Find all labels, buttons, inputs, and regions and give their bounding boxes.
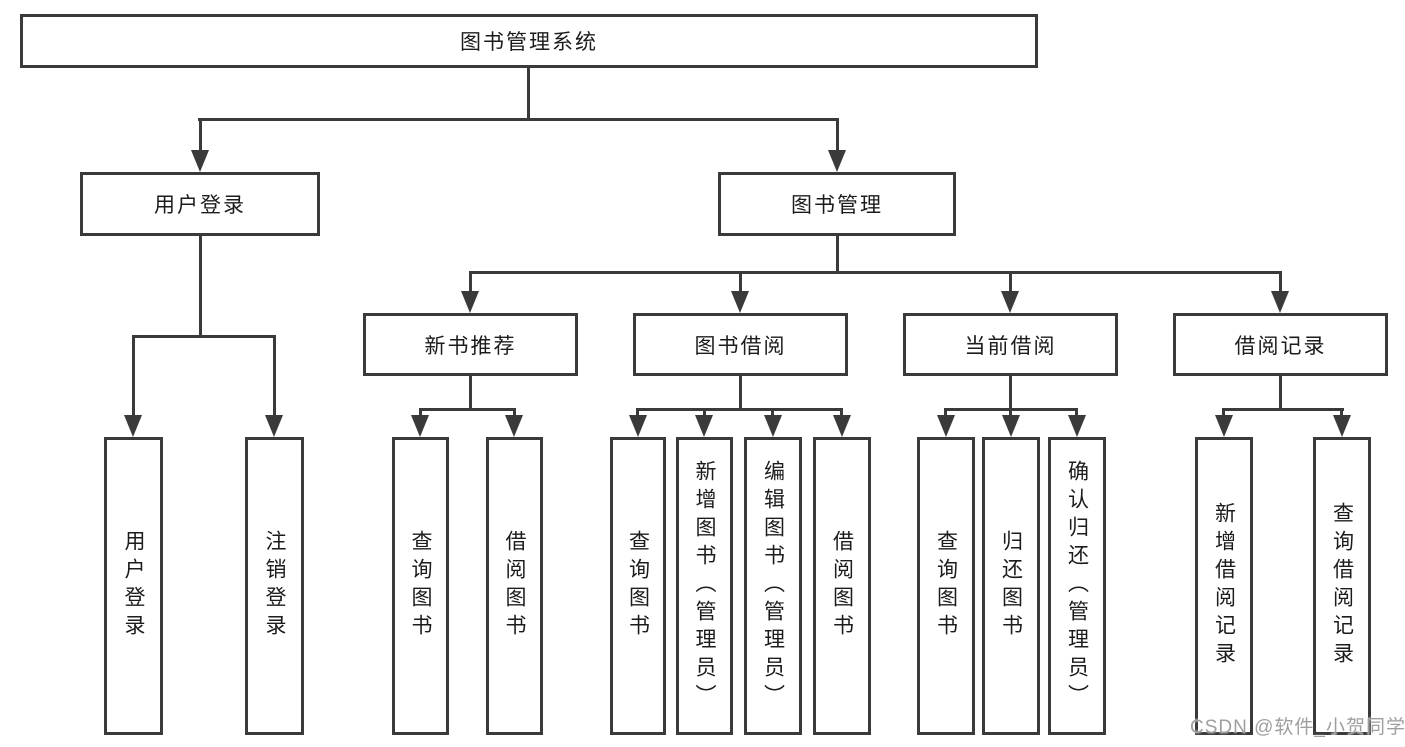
connector-line <box>419 408 422 418</box>
connector-line <box>1009 271 1012 291</box>
leaf-logout: 注销登录 <box>245 437 304 735</box>
connector-line <box>836 118 839 150</box>
connector-line <box>469 376 472 408</box>
leaf-cb-query-books: 查询图书 <box>917 437 975 735</box>
arrow-down-icon <box>1068 415 1086 437</box>
leaf-cb-return-books: 归还图书 <box>982 437 1040 735</box>
arrow-down-icon <box>695 415 713 437</box>
leaf-bb-edit-books-admin: 编辑图书（管理员） <box>744 437 802 735</box>
arrow-down-icon <box>1333 415 1351 437</box>
node-branch-user-login: 用户登录 <box>80 172 320 236</box>
leaf-cb-confirm-return-admin: 确认归还（管理员） <box>1048 437 1106 735</box>
leaf-label: 新增图书（管理员） <box>693 460 716 712</box>
arrow-down-icon <box>937 415 955 437</box>
connector-line <box>198 118 839 121</box>
leaf-bb-borrow-books: 借阅图书 <box>813 437 871 735</box>
arrow-down-icon <box>191 150 209 172</box>
arrow-down-icon <box>461 291 479 313</box>
leaf-label: 借阅图书 <box>830 530 854 642</box>
arrow-down-icon <box>764 415 782 437</box>
connector-line <box>1279 376 1282 408</box>
node-group-new-book-recommend: 新书推荐 <box>363 313 578 376</box>
connector-line <box>1009 408 1012 418</box>
connector-line <box>513 408 516 418</box>
connector-line <box>1075 408 1078 418</box>
node-branch-book-management: 图书管理 <box>718 172 956 236</box>
leaf-br-add-record: 新增借阅记录 <box>1195 437 1253 735</box>
leaf-label: 查询图书 <box>934 530 958 642</box>
node-group-current-borrow: 当前借阅 <box>903 313 1118 376</box>
node-group-label: 新书推荐 <box>424 334 517 358</box>
arrow-down-icon <box>833 415 851 437</box>
leaf-label: 确认归还（管理员） <box>1065 460 1089 712</box>
leaf-label: 用户登录 <box>122 530 145 642</box>
connector-line <box>132 335 135 415</box>
connector-line <box>419 408 516 411</box>
arrow-down-icon <box>1215 415 1233 437</box>
leaf-br-query-record: 查询借阅记录 <box>1313 437 1371 735</box>
node-group-label: 当前借阅 <box>964 334 1057 358</box>
leaf-label: 编辑图书（管理员） <box>761 460 785 712</box>
leaf-label: 查询图书 <box>626 530 650 642</box>
connector-line <box>199 236 202 335</box>
arrow-down-icon <box>1271 291 1289 313</box>
connector-line <box>739 376 742 408</box>
leaf-label: 新增借阅记录 <box>1212 502 1236 670</box>
connector-line <box>1279 271 1282 291</box>
arrow-down-icon <box>124 415 142 437</box>
watermark: CSDN @软件_小贺同学 <box>1190 717 1405 738</box>
arrow-down-icon <box>629 415 647 437</box>
connector-line <box>527 68 530 118</box>
arrow-down-icon <box>411 415 429 437</box>
connector-line <box>636 408 639 418</box>
connector-line <box>1009 376 1012 408</box>
arrow-down-icon <box>505 415 523 437</box>
leaf-label: 注销登录 <box>263 530 286 642</box>
node-group-borrow-records: 借阅记录 <box>1173 313 1388 376</box>
leaf-label: 查询借阅记录 <box>1330 502 1354 670</box>
leaf-bb-query-books: 查询图书 <box>610 437 666 735</box>
node-root: 图书管理系统 <box>20 14 1038 68</box>
arrow-down-icon <box>265 415 283 437</box>
node-group-label: 借阅记录 <box>1234 334 1327 358</box>
connector-line <box>199 118 202 150</box>
leaf-label: 借阅图书 <box>503 530 526 642</box>
leaf-label: 查询图书 <box>409 530 432 642</box>
node-branch-label: 用户登录 <box>154 194 246 217</box>
leaf-bb-add-books-admin: 新增图书（管理员） <box>676 437 733 735</box>
arrow-down-icon <box>828 150 846 172</box>
connector-line <box>771 408 774 418</box>
connector-line <box>273 335 276 415</box>
connector-line <box>1222 408 1225 418</box>
connector-line <box>469 271 472 291</box>
connector-line <box>1223 408 1344 411</box>
node-branch-label: 图书管理 <box>791 194 883 217</box>
arrow-down-icon <box>731 291 749 313</box>
leaf-label: 归还图书 <box>999 530 1023 642</box>
arrow-down-icon <box>1002 415 1020 437</box>
connector-line <box>469 271 1282 274</box>
connector-line <box>132 335 276 338</box>
leaf-nbr-query-books: 查询图书 <box>392 437 449 735</box>
connector-line <box>739 271 742 291</box>
connector-line <box>636 408 843 411</box>
node-root-label: 图书管理系统 <box>460 31 598 54</box>
leaf-nbr-borrow-books: 借阅图书 <box>486 437 543 735</box>
leaf-user-login: 用户登录 <box>104 437 163 735</box>
connector-line <box>944 408 947 418</box>
connector-line <box>836 236 839 271</box>
arrow-down-icon <box>1001 291 1019 313</box>
node-group-book-borrow: 图书借阅 <box>633 313 848 376</box>
connector-line <box>703 408 706 418</box>
connector-line <box>840 408 843 418</box>
connector-line <box>1340 408 1343 418</box>
node-group-label: 图书借阅 <box>694 334 787 358</box>
